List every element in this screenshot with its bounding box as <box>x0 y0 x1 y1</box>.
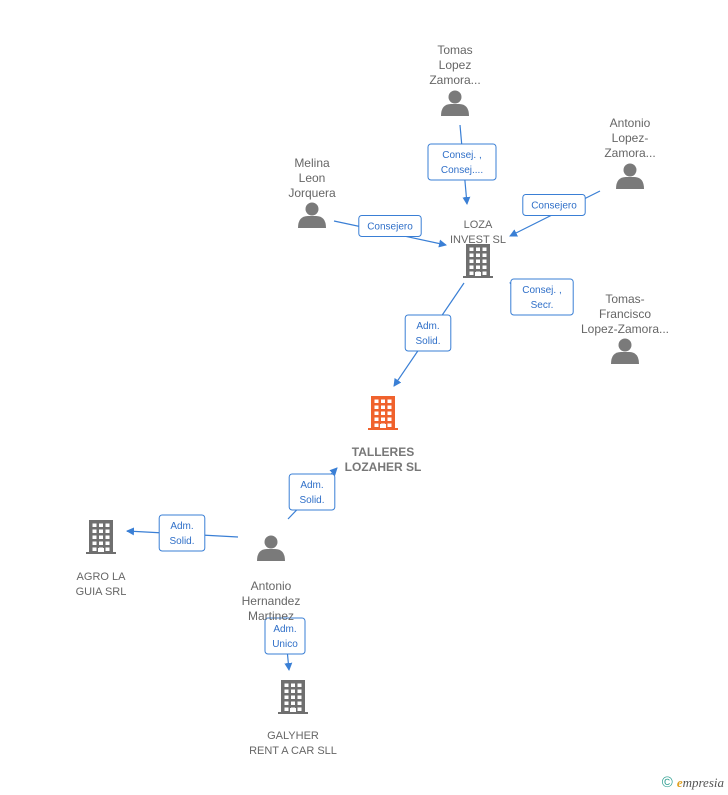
node-label-line: Martinez <box>248 609 294 623</box>
relation-pill <box>427 143 497 181</box>
relation-edge-antonio-lopez-loza-invest[interactable]: Consejero <box>509 190 601 237</box>
relation-edge-antonio-hernandez-agro-la-guia[interactable]: Adm. Solid. <box>126 514 239 552</box>
person-icon <box>441 90 469 116</box>
relation-pill <box>158 514 206 552</box>
person-node-tomas-lopez[interactable]: TomasLopezZamora... <box>429 43 481 116</box>
node-label-line: Jorquera <box>288 186 336 200</box>
relation-edge-antonio-hernandez-talleres-lozaher[interactable]: Adm. Solid. <box>287 467 338 520</box>
relation-label: Consejero <box>531 201 577 212</box>
footer-brand: © empresia <box>662 774 724 791</box>
node-label-line: AGRO LA <box>77 571 127 583</box>
relation-edge-loza-invest-talleres-lozaher[interactable]: Adm. Solid. <box>393 282 465 387</box>
company-node-galyher[interactable]: GALYHER RENT A CAR SLL <box>249 680 337 757</box>
edges-layer: Consej. ,Consej....ConsejeroConsejeroCon… <box>126 124 601 671</box>
node-label-line: Antonio <box>610 116 651 130</box>
relation-label: Consejero <box>367 222 413 233</box>
nodes-layer: TomasLopezZamora...AntonioLopez-Zamora..… <box>76 43 669 757</box>
node-label-line: TALLERES <box>352 445 414 459</box>
node-label-line: Francisco <box>599 307 651 321</box>
relation-edge-melina-leon-loza-invest[interactable]: Consejero <box>333 215 447 248</box>
relation-label: Solid. <box>169 536 194 547</box>
node-label-line: GALYHER <box>267 730 319 742</box>
building-icon <box>463 244 493 278</box>
node-label-line: Zamora... <box>604 146 655 160</box>
node-label-line: Melina <box>294 156 330 170</box>
node-label-line: RENT A CAR SLL <box>249 745 337 757</box>
relation-pill <box>522 194 586 216</box>
relation-label: Adm. <box>273 624 296 635</box>
node-label-line: Hernandez <box>242 594 301 608</box>
relation-edge-antonio-hernandez-galyher[interactable]: Adm. Unico <box>264 617 306 671</box>
node-label-line: Lopez <box>439 58 472 72</box>
node-label-line: Tomas- <box>605 292 644 306</box>
relation-label: Unico <box>272 639 298 650</box>
relation-label: Consej. , <box>442 150 481 161</box>
building-icon <box>368 396 398 430</box>
node-label-line: GUIA SRL <box>76 586 127 598</box>
node-label-line: Tomas <box>437 43 472 57</box>
node-label-line: Leon <box>299 171 326 185</box>
person-icon <box>298 202 326 228</box>
node-label-line: LOZAHER SL <box>345 460 422 474</box>
node-label-line: INVEST SL <box>450 234 506 246</box>
relation-label: Consej. , <box>522 285 561 296</box>
relation-edge-tomas-francisco-loza-invest[interactable]: Consej. , Secr. <box>509 278 574 316</box>
relation-label: Adm. <box>300 480 323 491</box>
building-icon <box>86 520 116 554</box>
relation-pill <box>288 473 336 511</box>
person-icon <box>257 535 285 561</box>
node-label-line: LOZA <box>464 219 493 231</box>
relation-label: Solid. <box>415 336 440 347</box>
company-node-agro-la-guia[interactable]: AGRO LA GUIA SRL <box>76 520 127 598</box>
node-label-line: Lopez- <box>612 131 649 145</box>
relation-label: Solid. <box>299 495 324 506</box>
relation-label: Adm. <box>416 321 439 332</box>
node-label-line: Antonio <box>251 579 292 593</box>
node-label-line: Lopez-Zamora... <box>581 322 669 336</box>
node-label-line: Zamora... <box>429 73 480 87</box>
company-node-loza-invest[interactable]: LOZA INVEST SL <box>450 219 506 278</box>
copyright-symbol: © <box>661 774 673 791</box>
relation-pill <box>358 215 422 237</box>
relation-edge-tomas-lopez-loza-invest[interactable]: Consej. , Consej.... <box>427 124 497 205</box>
relation-pill <box>510 278 574 316</box>
person-node-antonio-lopez[interactable]: AntonioLopez-Zamora... <box>604 116 656 189</box>
relation-label: Consej.... <box>441 165 483 176</box>
relation-pill <box>264 617 306 655</box>
person-icon <box>611 338 639 364</box>
building-icon <box>278 680 308 714</box>
brand-logo: empresia <box>676 774 724 790</box>
relation-label: Secr. <box>531 300 554 311</box>
person-icon <box>616 163 644 189</box>
relation-label: Adm. <box>170 521 193 532</box>
person-node-tomas-francisco[interactable]: Tomas-FranciscoLopez-Zamora... <box>581 292 669 364</box>
relation-pill <box>404 314 452 352</box>
